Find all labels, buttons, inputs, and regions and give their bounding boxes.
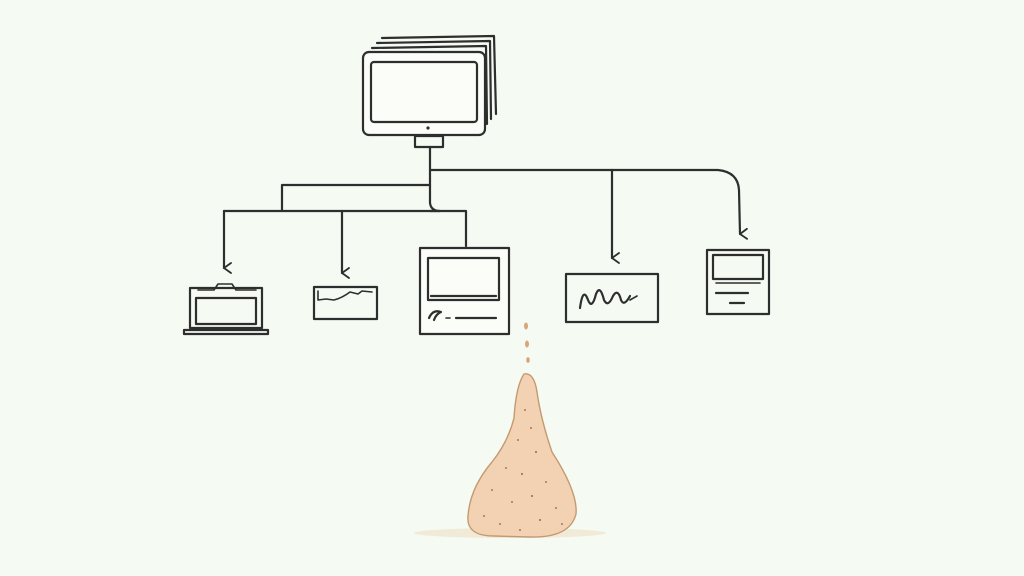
sand-mound-icon xyxy=(414,373,606,538)
terminal-icon xyxy=(418,246,511,336)
drip-drops xyxy=(524,322,530,363)
tablet-icon xyxy=(705,248,771,316)
waveform-panel-icon xyxy=(564,272,660,324)
laptop-icon xyxy=(182,283,270,336)
central-monitor-icon xyxy=(361,34,498,149)
connector-lines xyxy=(222,145,749,279)
envelope-icon xyxy=(312,285,379,321)
